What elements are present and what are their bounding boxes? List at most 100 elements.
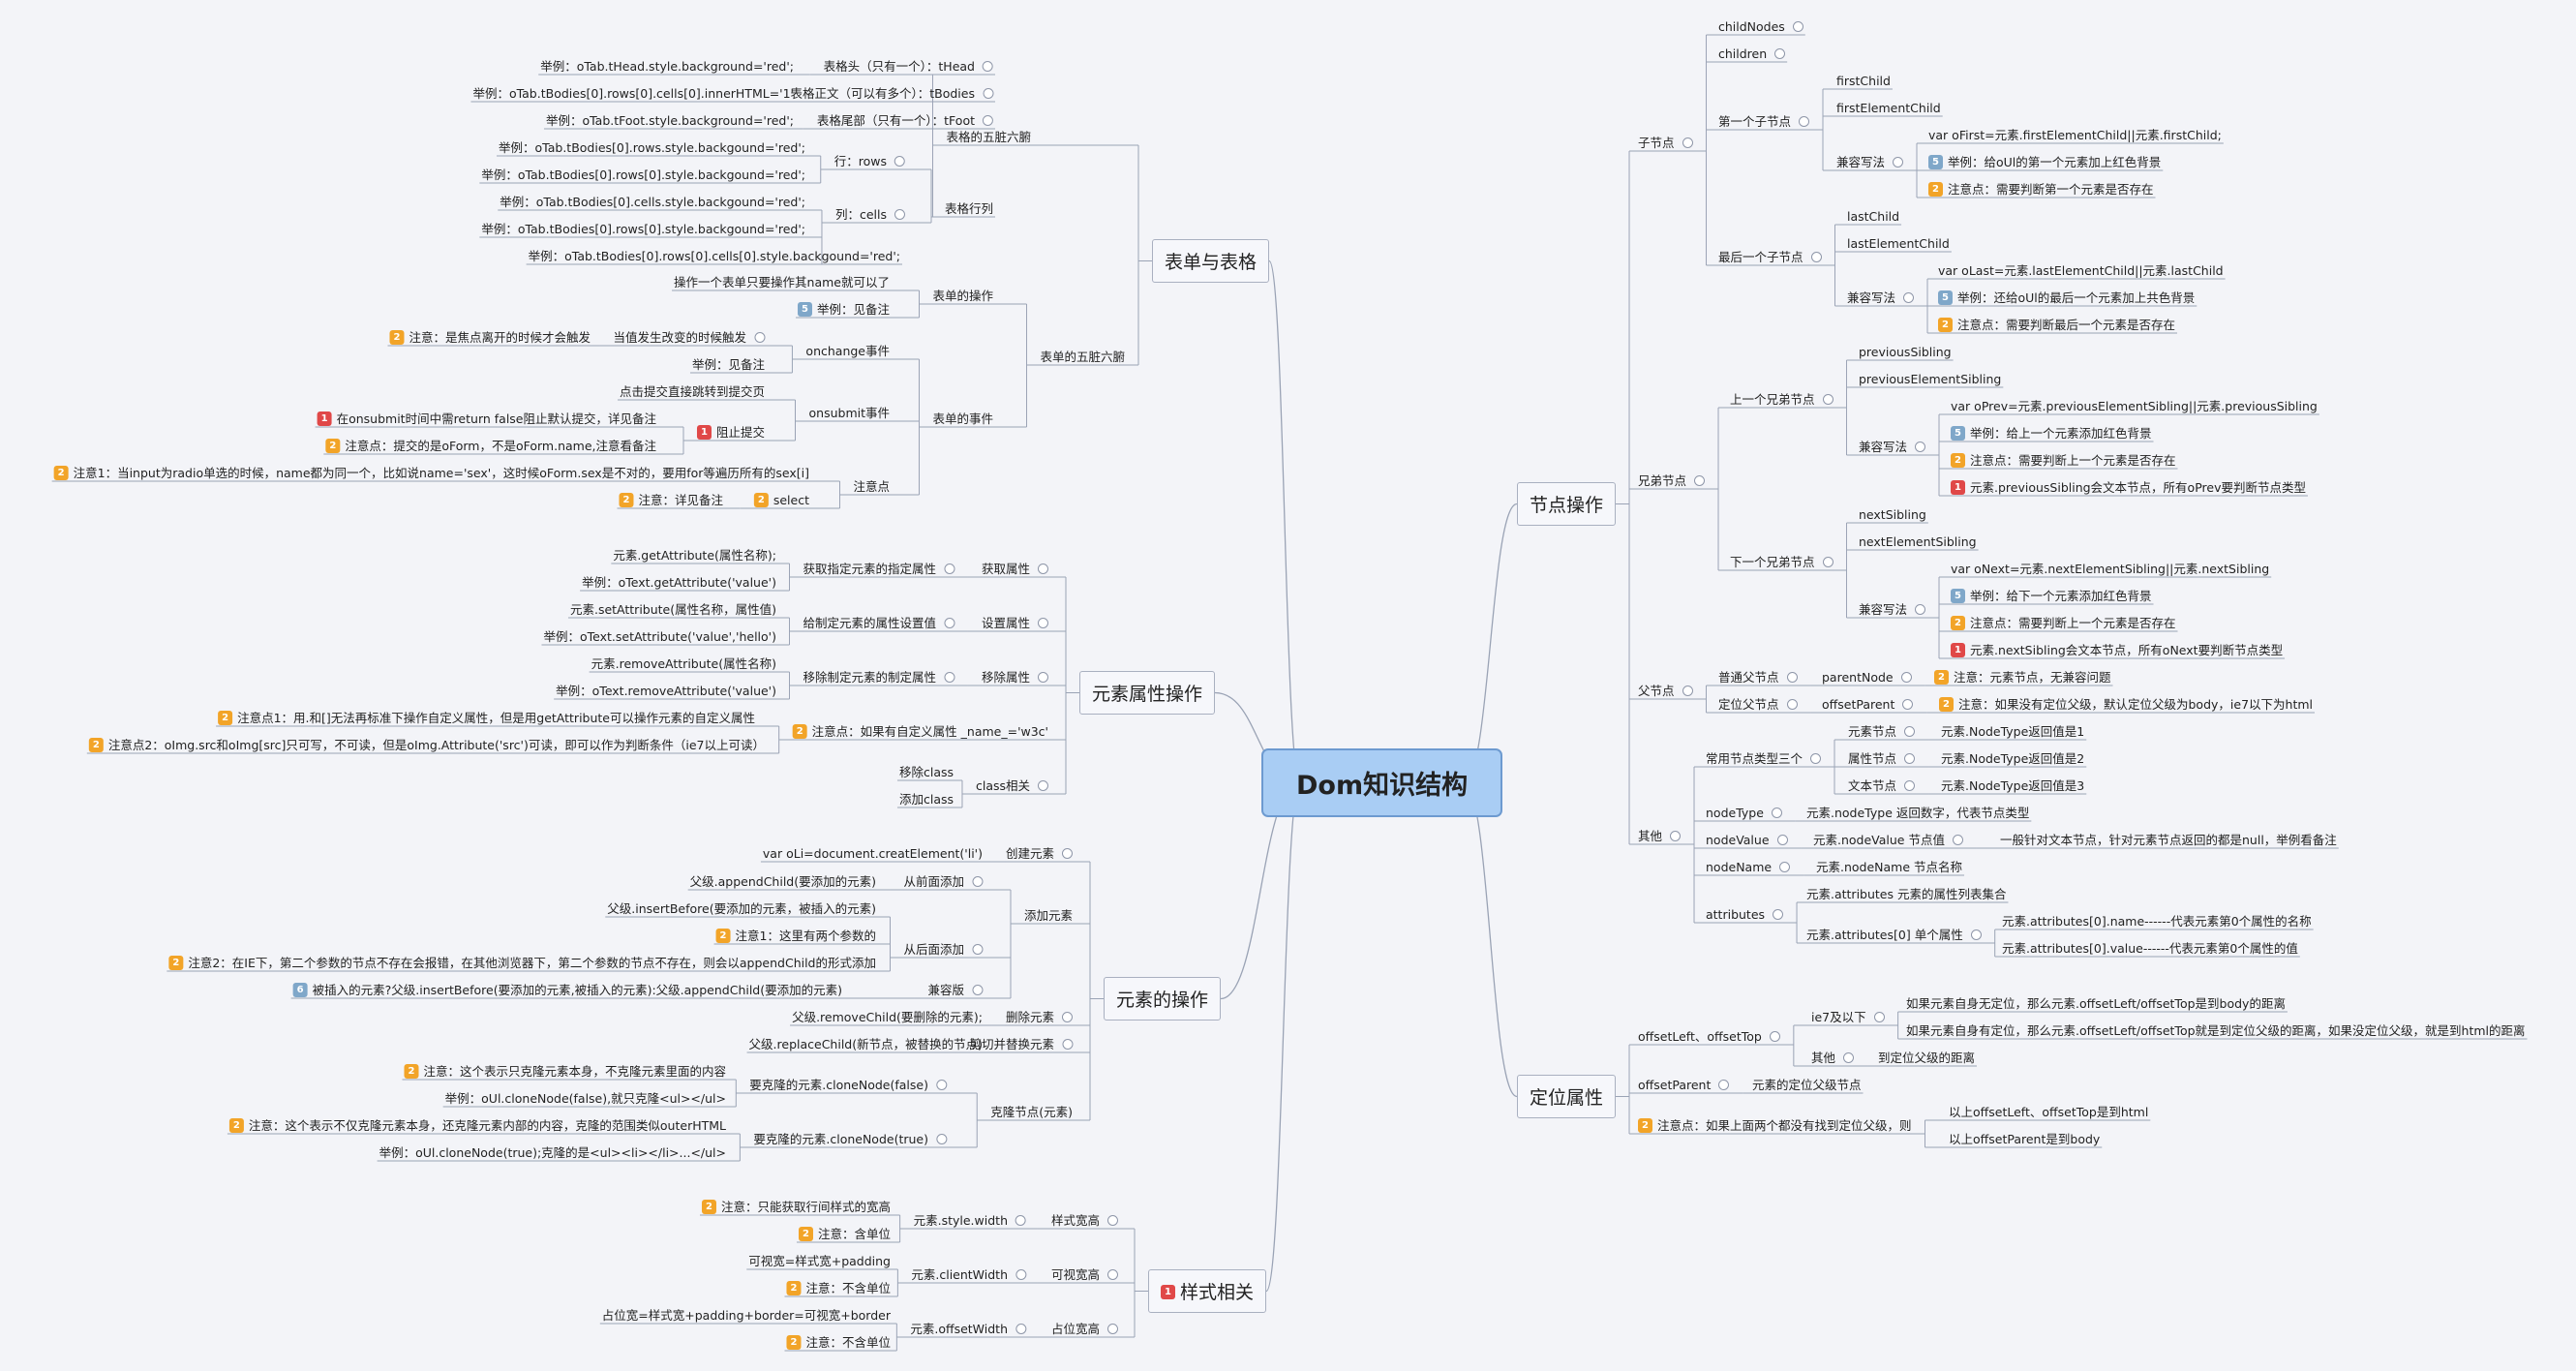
branch-attr-ops[interactable]: 元素属性操作 [1079, 671, 1216, 715]
node-tfoot[interactable]: 表格尾部（只有一个）：tFoot [817, 113, 993, 129]
node-lastElementChild[interactable]: lastElementChild [1847, 236, 1950, 252]
node-tbodies-ex[interactable]: 举例：oTab.tBodies[0].rows[0].cells[0].inne… [472, 86, 794, 102]
collapse-toggle-icon[interactable] [1952, 835, 1963, 845]
collapse-toggle-icon[interactable] [1670, 831, 1682, 841]
node-create1[interactable]: var oLi=document.creatElement('li') [763, 846, 983, 862]
node-tbodies[interactable]: 表格正文（可以有多个）：tBodies [791, 86, 993, 102]
collapse-toggle-icon[interactable] [1015, 1324, 1026, 1334]
node-cells[interactable]: 列：cells [835, 207, 905, 223]
node-cells-ex1[interactable]: 举例：oTab.tBodies[0].cells.style.backgound… [500, 195, 805, 210]
node-prevcompat[interactable]: 兼容写法 [1859, 440, 1926, 455]
collapse-toggle-icon[interactable] [1904, 780, 1916, 791]
node-nodeValue2[interactable]: 一般针对文本节点，针对元素节点返回的都是null，举例看备注 [2000, 833, 2337, 848]
node-add-front1[interactable]: 父级.appendChild(要添加的元素) [690, 874, 876, 890]
node-ntype1[interactable]: 元素节点 [1848, 724, 1916, 740]
node-rmattr[interactable]: 移除属性 [982, 670, 1048, 686]
node-ow1[interactable]: 元素.offsetWidth [910, 1322, 1026, 1337]
node-ow[interactable]: 占位宽高 [1051, 1322, 1118, 1337]
collapse-toggle-icon[interactable] [1792, 21, 1803, 32]
node-tfoot-ex[interactable]: 举例：oTab.tFoot.style.background='red'; [546, 113, 794, 129]
node-lastcompat1[interactable]: var oLast=元素.lastElementChild||元素.lastCh… [1938, 263, 2224, 279]
branch-form-table[interactable]: 表单与表格 [1152, 239, 1270, 283]
node-classrel[interactable]: class相关 [976, 778, 1048, 794]
node-other[interactable]: 其他 [1638, 829, 1682, 844]
node-ie7[interactable]: ie7及以下 [1811, 1010, 1885, 1025]
collapse-toggle-icon[interactable] [1904, 753, 1916, 764]
collapse-toggle-icon[interactable] [1038, 780, 1048, 791]
node-children[interactable]: children [1718, 46, 1786, 62]
node-nodeName1[interactable]: 元素.nodeName 节点名称 [1816, 860, 1962, 875]
node-offsetParent[interactable]: offsetParent [1822, 697, 1914, 713]
collapse-toggle-icon[interactable] [1776, 835, 1788, 845]
collapse-toggle-icon[interactable] [1062, 1012, 1073, 1022]
node-onchange1[interactable]: 当值发生改变的时候触发 [613, 330, 765, 346]
collapse-toggle-icon[interactable] [972, 944, 983, 955]
collapse-toggle-icon[interactable] [894, 209, 905, 220]
collapse-toggle-icon[interactable] [1786, 699, 1798, 710]
collapse-toggle-icon[interactable] [1038, 618, 1048, 628]
node-onchange[interactable]: onchange事件 [805, 344, 890, 359]
collapse-toggle-icon[interactable] [1893, 157, 1904, 168]
node-ntype2a[interactable]: 元素.NodeType返回值是2 [1941, 751, 2084, 767]
node-setattr[interactable]: 设置属性 [982, 616, 1048, 631]
collapse-toggle-icon[interactable] [1786, 672, 1798, 683]
collapse-toggle-icon[interactable] [972, 876, 983, 887]
node-rows[interactable]: 行：rows [834, 154, 905, 169]
collapse-toggle-icon[interactable] [944, 564, 955, 574]
collapse-toggle-icon[interactable] [983, 61, 993, 72]
collapse-toggle-icon[interactable] [1771, 807, 1782, 818]
collapse-toggle-icon[interactable] [1903, 292, 1915, 303]
node-getattr1b[interactable]: 举例：oText.getAttribute('value') [582, 575, 776, 591]
node-last[interactable]: 最后一个子节点 [1718, 250, 1822, 265]
collapse-toggle-icon[interactable] [754, 332, 765, 343]
node-clonef2[interactable]: 举例：oUl.cloneNode(false),就只克隆<ul></ul> [445, 1091, 726, 1107]
node-nextElementSibling[interactable]: nextElementSibling [1859, 534, 1977, 550]
node-add-front[interactable]: 从前面添加 [903, 874, 983, 890]
collapse-toggle-icon[interactable] [944, 618, 955, 628]
node-firstChild[interactable]: firstChild [1836, 74, 1891, 89]
node-next[interactable]: 下一个兄弟节点 [1730, 555, 1834, 570]
node-clonet[interactable]: 要克隆的元素.cloneNode(true) [753, 1132, 947, 1147]
node-ntype2[interactable]: 属性节点 [1848, 751, 1916, 767]
collapse-toggle-icon[interactable] [1904, 726, 1916, 737]
node-ie7b[interactable]: 如果元素自身有定位，那么元素.offsetLeft/offsetTop就是到定位… [1906, 1023, 2526, 1039]
node-nodeName[interactable]: nodeName [1706, 860, 1791, 875]
node-setattr1b[interactable]: 举例：oText.setAttribute('value','hello') [543, 629, 776, 645]
collapse-toggle-icon[interactable] [1779, 862, 1791, 872]
node-first[interactable]: 第一个子节点 [1718, 114, 1810, 130]
collapse-toggle-icon[interactable] [1873, 1012, 1885, 1022]
collapse-toggle-icon[interactable] [972, 985, 983, 995]
node-others2a[interactable]: 到定位父级的距离 [1878, 1051, 1975, 1066]
node-attributes1[interactable]: 元素.attributes 元素的属性列表集合 [1806, 887, 2006, 902]
node-attributes2[interactable]: 元素.attributes[0] 单个属性 [1806, 928, 1982, 943]
collapse-toggle-icon[interactable] [1682, 686, 1693, 696]
collapse-toggle-icon[interactable] [1107, 1324, 1118, 1334]
node-ntype3[interactable]: 文本节点 [1848, 778, 1916, 794]
node-clone[interactable]: 克隆节点(元素) [990, 1105, 1073, 1120]
node-sw[interactable]: 样式宽高 [1051, 1213, 1118, 1229]
collapse-toggle-icon[interactable] [1822, 557, 1834, 567]
node-offnote1[interactable]: 以上offsetLeft、offsetTop是到html [1949, 1105, 2148, 1120]
collapse-toggle-icon[interactable] [1900, 672, 1912, 683]
node-nodeValue1[interactable]: 元素.nodeValue 节点值 [1813, 833, 1963, 848]
node-others2[interactable]: 其他 [1811, 1051, 1855, 1066]
collapse-toggle-icon[interactable] [983, 115, 993, 126]
node-setattr1[interactable]: 给制定元素的属性设置值 [803, 616, 955, 631]
node-cut1[interactable]: 父级.replaceChild(新节点，被替换的节点) [749, 1037, 983, 1052]
node-t5[interactable]: 表格的五脏六腑 [946, 130, 1031, 145]
